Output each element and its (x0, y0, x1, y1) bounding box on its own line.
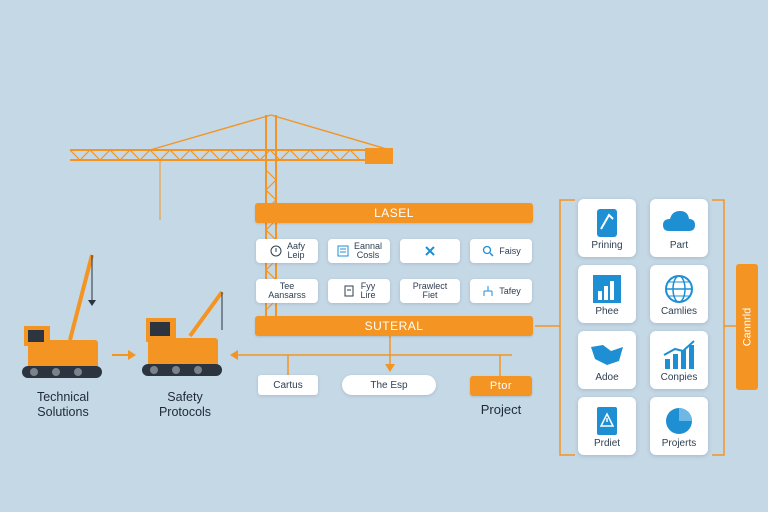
arrow-down-icon (385, 364, 395, 372)
growth-chart-icon (650, 339, 708, 371)
project-label: Project (480, 402, 522, 417)
card-8[interactable]: Tafey (470, 279, 532, 303)
tile-label: Part (669, 240, 689, 251)
hierarchy-icon (481, 284, 495, 298)
handshake-icon (578, 339, 636, 371)
excavator-illustration-1 (22, 254, 102, 378)
tile-part[interactable]: Part (650, 199, 708, 257)
tile-prining[interactable]: Prining (578, 199, 636, 257)
arrow-right-icon (128, 350, 136, 360)
card-4[interactable]: Faisy (470, 239, 532, 263)
warning-document-icon (578, 405, 636, 437)
tile-label: Prining (591, 240, 623, 251)
tile-label: Camlies (660, 306, 698, 317)
cartus-box[interactable]: Cartus (258, 375, 318, 395)
tile-prdiet[interactable]: Prdiet (578, 397, 636, 455)
side-tab-label: Cannrld (741, 307, 753, 347)
side-tab[interactable]: Cannrld (736, 264, 758, 390)
globe-icon (650, 273, 708, 305)
card-3[interactable] (400, 239, 460, 263)
tile-adoe[interactable]: Adoe (578, 331, 636, 389)
middle-bar: SUTERAL (255, 316, 533, 336)
tile-label: Phee (595, 306, 619, 317)
top-bar: LASEL (255, 203, 533, 223)
tile-conpies[interactable]: Conpies (650, 331, 708, 389)
tile-label: Conpies (660, 372, 698, 383)
tile-label: Prdiet (593, 438, 621, 449)
cloud-icon (650, 207, 708, 239)
pie-chart-icon (650, 405, 708, 437)
tile-label: Adoe (595, 372, 619, 383)
tile-projerts[interactable]: Projerts (650, 397, 708, 455)
excavator-illustration-2 (142, 290, 224, 376)
tile-label: Projerts (661, 438, 697, 449)
info-circle-icon (269, 244, 283, 258)
crane-counterweight (365, 148, 393, 164)
search-icon (481, 244, 495, 258)
ptor-button[interactable]: Ptor (470, 376, 532, 396)
tile-phee[interactable]: Phee (578, 265, 636, 323)
document-icon (336, 244, 350, 258)
wrench-icon (423, 244, 437, 258)
bar-chart-icon (578, 273, 636, 305)
clipboard-icon (342, 284, 356, 298)
arrow-left-icon (230, 350, 238, 360)
the-esp-pill[interactable]: The Esp (342, 375, 436, 395)
tile-camlies[interactable]: Camlies (650, 265, 708, 323)
tablet-icon (578, 207, 636, 239)
